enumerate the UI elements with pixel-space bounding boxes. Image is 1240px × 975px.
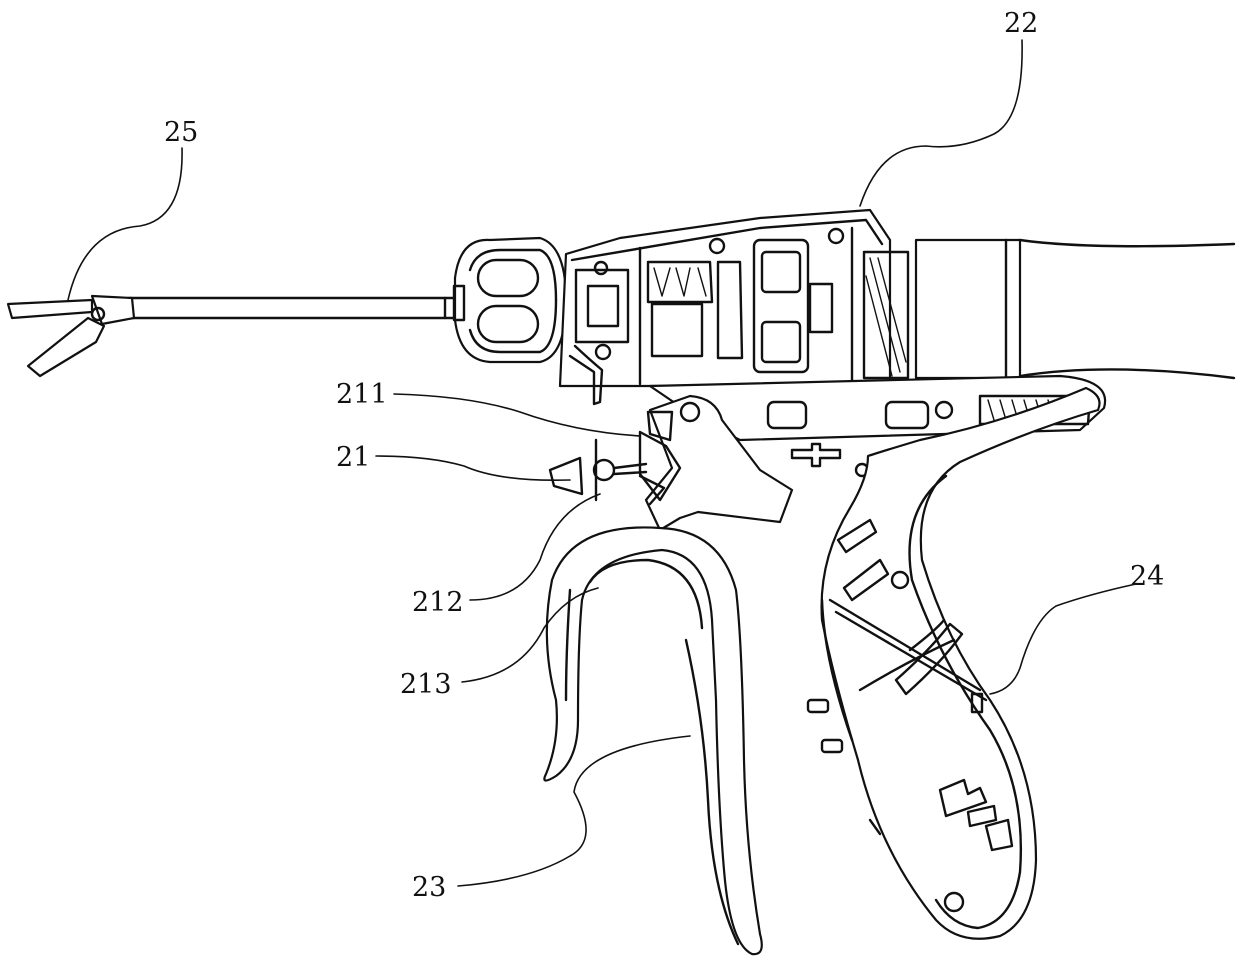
leader-25 [68, 148, 182, 300]
pistol-grip [808, 388, 1100, 939]
housing [560, 210, 908, 404]
label-211: 211 [336, 379, 388, 410]
label-213: 213 [400, 669, 452, 700]
label-212: 212 [412, 587, 464, 618]
leader-23 [458, 736, 690, 886]
label-25: 25 [164, 117, 198, 148]
leader-21 [376, 456, 570, 480]
label-22: 22 [1004, 8, 1038, 39]
leader-24 [990, 584, 1136, 694]
leader-211 [394, 394, 640, 436]
label-23: 23 [412, 872, 446, 903]
leader-22 [860, 40, 1022, 206]
label-21: 21 [336, 442, 370, 473]
label-24: 24 [1130, 561, 1164, 592]
rotation-knob [454, 238, 566, 362]
rear-connector [916, 240, 1234, 378]
shaft-and-jaw [8, 296, 455, 376]
